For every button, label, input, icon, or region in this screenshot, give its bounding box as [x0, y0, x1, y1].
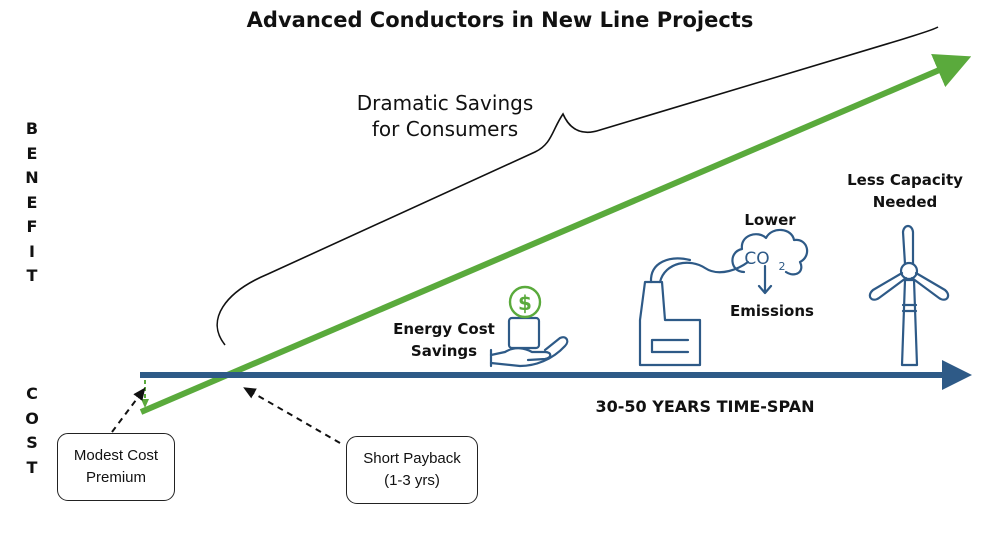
modest-cost-premium-box: Modest Cost Premium	[57, 433, 175, 501]
savings-brace	[216, 26, 939, 346]
co2-label: CO	[744, 249, 769, 269]
co2-subscript: 2	[779, 260, 786, 273]
factory-icon	[638, 257, 750, 367]
lower-label: Lower	[744, 211, 796, 229]
cost-axis-label: C O S T	[25, 384, 39, 477]
co2-cloud-icon	[731, 228, 809, 295]
benefit-line	[139, 53, 972, 415]
benefit-axis-label: B E N E F I T	[25, 119, 39, 285]
hand-coin-icon	[489, 316, 569, 368]
short-payback-box: Short Payback (1-3 yrs)	[346, 436, 478, 504]
dramatic-savings-label: Dramatic Savings for Consumers	[356, 91, 534, 141]
premium-callout-arrow	[111, 387, 146, 433]
dollar-coin-icon	[508, 285, 542, 319]
less-capacity-label: Less Capacity Needed	[847, 171, 963, 211]
emissions-label: Emissions	[730, 302, 814, 320]
page-title: Advanced Conductors in New Line Projects	[246, 8, 754, 32]
energy-cost-savings-label: Energy Cost Savings	[393, 320, 495, 360]
payback-callout-arrow	[243, 387, 341, 444]
wind-turbine-icon	[868, 224, 950, 367]
time-span-label: 30-50 YEARS TIME-SPAN	[595, 397, 815, 416]
dollar-sign: $	[518, 291, 532, 315]
